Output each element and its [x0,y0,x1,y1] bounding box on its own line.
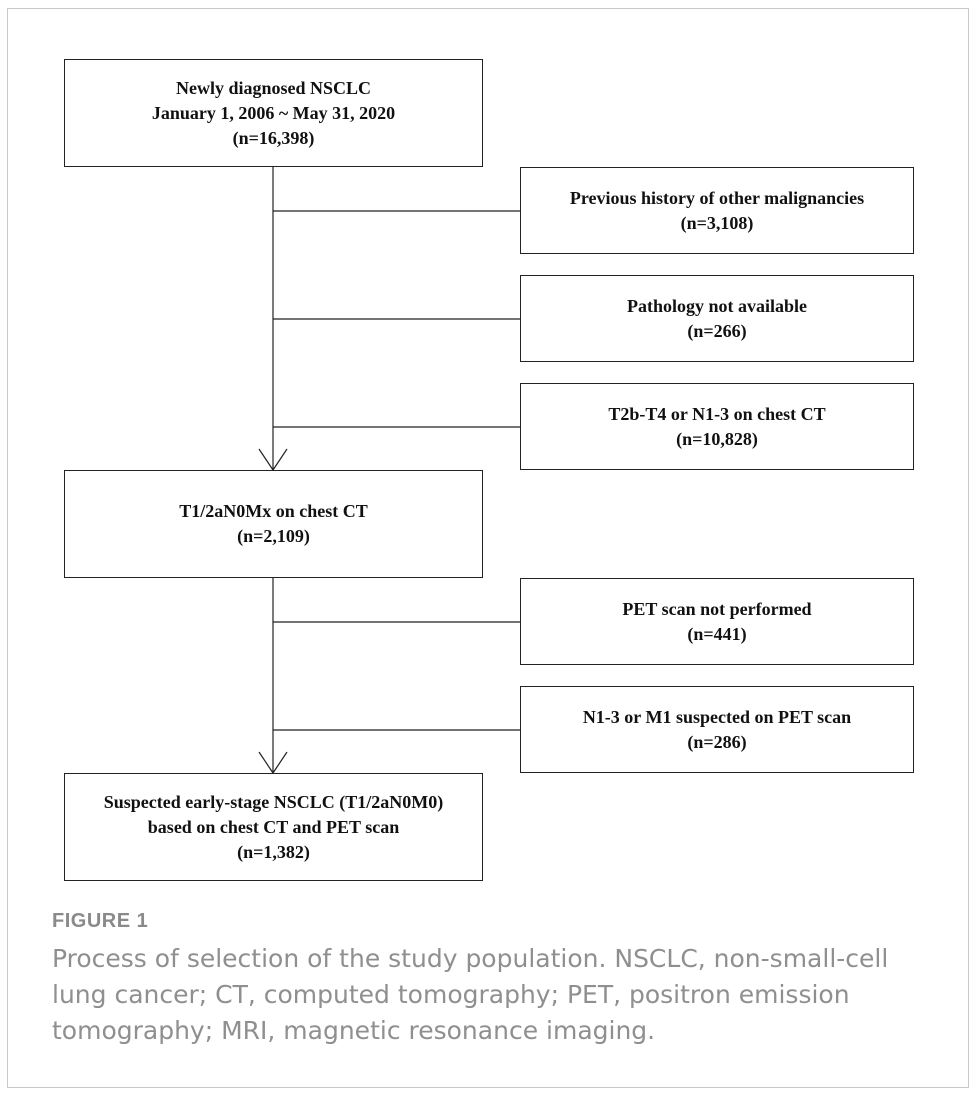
final-box-line1: Suspected early-stage NSCLC (T1/2aN0M0) [103,791,444,812]
final-box-line2: based on chest CT and PET scan [147,816,400,837]
exclusion-box-3-line2: (n=10,828) [676,428,758,449]
exclusion-box-2-line2: (n=266) [687,320,747,341]
figure-label: FIGURE 1 [52,910,149,932]
exclusion-box-1-line1: Previous history of other malignancies [569,187,865,208]
exclusion-box-1-line2: (n=3,108) [680,212,754,233]
final-box-line3: (n=1,382) [237,841,310,862]
start-box: Newly diagnosed NSCLC January 1, 2006 ~ … [64,59,483,167]
exclusion-box-5-line2: (n=286) [687,731,747,752]
middle-box-line1: T1/2aN0Mx on chest CT [179,501,368,521]
exclusion-box-3-line1: T2b-T4 or N1-3 on chest CT [608,403,826,424]
start-box-line1: Newly diagnosed NSCLC [175,77,372,98]
exclusion-box-1: Previous history of other malignancies (… [520,167,914,254]
exclusion-box-4: PET scan not performed (n=441) [520,578,914,665]
start-box-line2: January 1, 2006 ~ May 31, 2020 [151,102,396,123]
final-box: Suspected early-stage NSCLC (T1/2aN0M0) … [64,773,483,881]
exclusion-box-3: T2b-T4 or N1-3 on chest CT (n=10,828) [520,383,914,470]
start-box-line3: (n=16,398) [232,127,315,148]
exclusion-box-2-line1: Pathology not available [626,295,807,316]
exclusion-box-2: Pathology not available (n=266) [520,275,914,362]
middle-box-line2: (n=2,109) [237,526,310,546]
exclusion-box-5: N1-3 or M1 suspected on PET scan (n=286) [520,686,914,773]
middle-box: T1/2aN0Mx on chest CT (n=2,109) [64,470,483,578]
figure-caption: Process of selection of the study popula… [52,944,889,1045]
exclusion-box-4-line2: (n=441) [687,623,747,644]
exclusion-box-5-line1: N1-3 or M1 suspected on PET scan [582,706,852,727]
exclusion-box-4-line1: PET scan not performed [622,598,812,619]
